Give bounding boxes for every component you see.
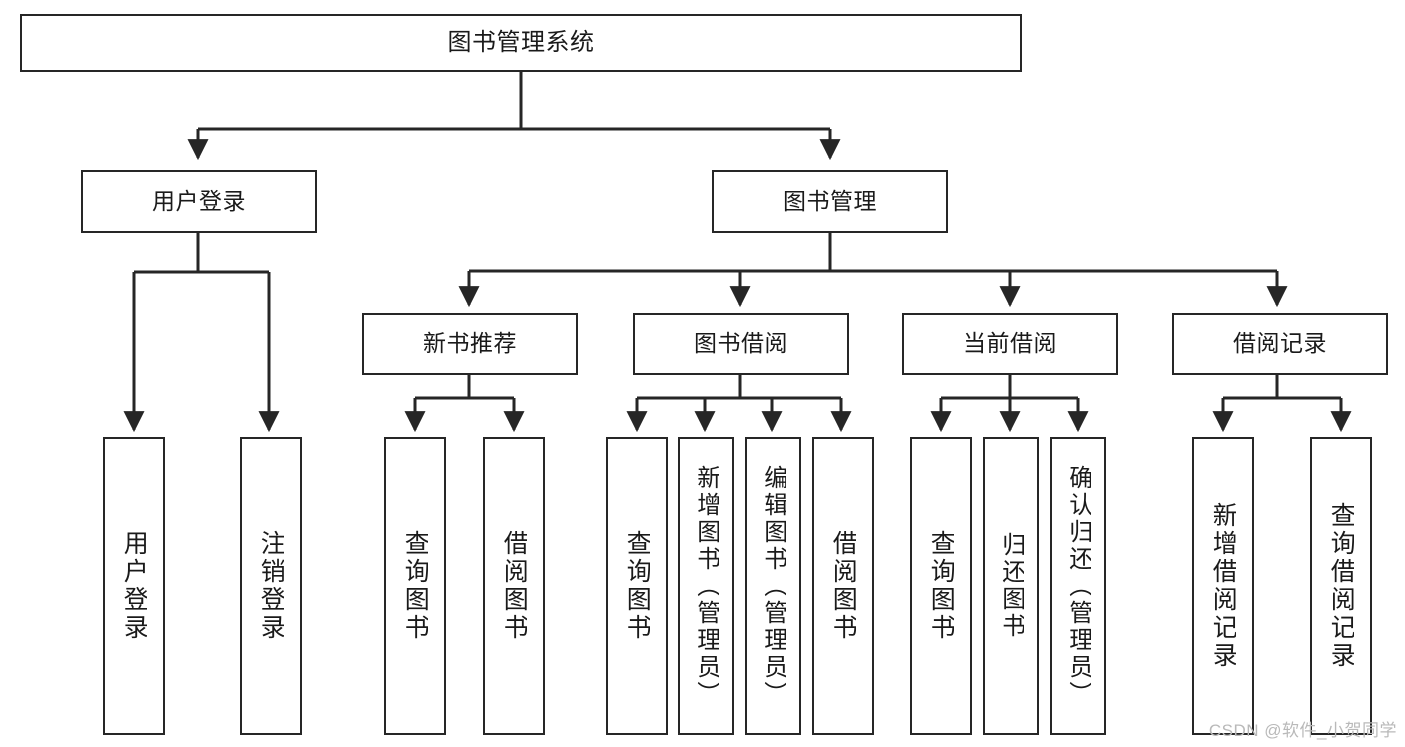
node-label: 查询图书 [623, 530, 651, 642]
node-label: 新书推荐 [423, 330, 517, 357]
leaf-borrow-add-book-admin[interactable]: 新增图书（管理员） [678, 437, 734, 735]
node-book-borrow[interactable]: 图书借阅 [633, 313, 849, 375]
node-label: 图书管理系统 [447, 28, 595, 56]
node-user-login[interactable]: 用户登录 [81, 170, 317, 233]
leaf-user-login[interactable]: 用户登录 [103, 437, 165, 735]
node-label: 确认归还（管理员） [1065, 464, 1091, 708]
leaf-current-query-book[interactable]: 查询图书 [910, 437, 972, 735]
leaf-user-logout[interactable]: 注销登录 [240, 437, 302, 735]
leaf-recommend-borrow-book[interactable]: 借阅图书 [483, 437, 545, 735]
node-label: 注销登录 [257, 530, 285, 642]
node-label: 借阅图书 [829, 530, 857, 642]
leaf-record-add-borrow-record[interactable]: 新增借阅记录 [1192, 437, 1254, 735]
node-label: 查询图书 [401, 530, 429, 642]
node-label: 归还图书 [998, 532, 1024, 640]
node-label: 借阅记录 [1233, 330, 1327, 357]
node-label: 查询图书 [927, 530, 955, 642]
node-label: 查询借阅记录 [1327, 502, 1355, 670]
leaf-recommend-query-book[interactable]: 查询图书 [384, 437, 446, 735]
leaf-borrow-edit-book-admin[interactable]: 编辑图书（管理员） [745, 437, 801, 735]
node-current-borrow[interactable]: 当前借阅 [902, 313, 1118, 375]
node-label: 当前借阅 [963, 330, 1057, 357]
leaf-record-query-borrow-record[interactable]: 查询借阅记录 [1310, 437, 1372, 735]
node-label: 图书管理 [783, 187, 877, 214]
node-new-book-recommend[interactable]: 新书推荐 [362, 313, 578, 375]
leaf-current-return-book[interactable]: 归还图书 [983, 437, 1039, 735]
node-label: 用户登录 [152, 187, 246, 214]
leaf-borrow-query-book[interactable]: 查询图书 [606, 437, 668, 735]
node-label: 新增借阅记录 [1209, 502, 1237, 670]
node-label: 新增图书（管理员） [693, 464, 719, 708]
csdn-watermark: CSDN @软件_小贺同学 [1208, 721, 1397, 740]
node-label: 图书借阅 [694, 330, 788, 357]
leaf-borrow-borrow-book[interactable]: 借阅图书 [812, 437, 874, 735]
node-root-library-system[interactable]: 图书管理系统 [20, 14, 1022, 72]
node-label: 借阅图书 [500, 530, 528, 642]
node-label: 编辑图书（管理员） [760, 464, 786, 708]
node-label: 用户登录 [120, 530, 148, 642]
node-book-management[interactable]: 图书管理 [712, 170, 948, 233]
node-borrow-record[interactable]: 借阅记录 [1172, 313, 1388, 375]
leaf-current-confirm-return-admin[interactable]: 确认归还（管理员） [1050, 437, 1106, 735]
